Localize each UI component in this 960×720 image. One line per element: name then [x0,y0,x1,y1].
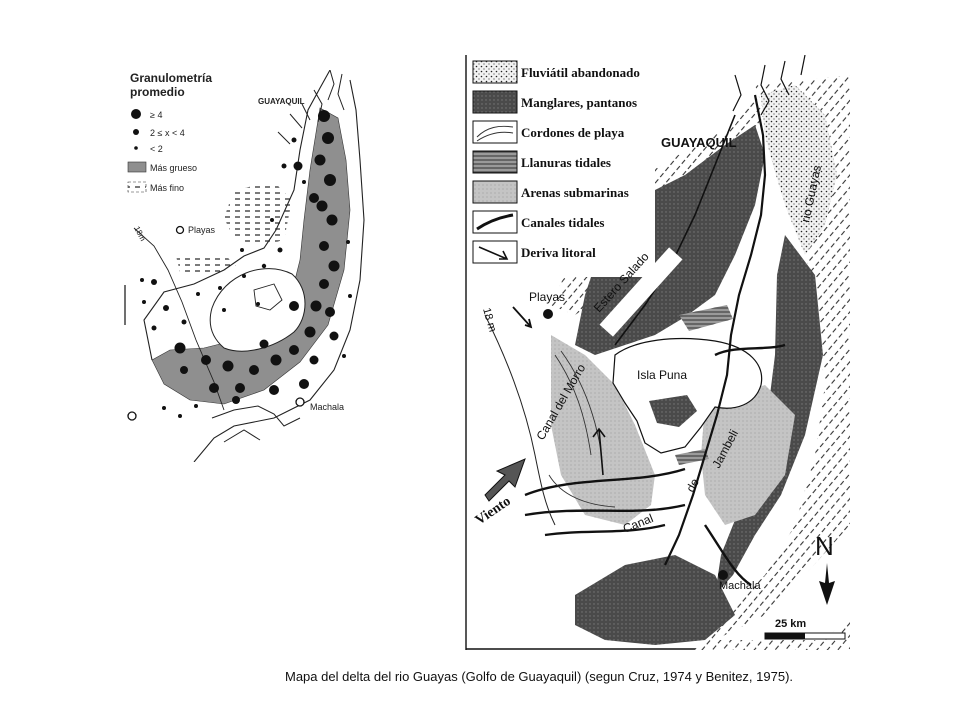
legend-drift-arrow [478,246,509,260]
north-label: N [815,531,834,561]
legend-dot-small [134,146,138,150]
label-isobath: 18 m [480,307,498,334]
legend-dot-medium [133,129,139,135]
playas-marker [543,309,553,319]
legend-mangrove: Manglares, pantanos [521,95,637,110]
figure-caption: Mapa del delta del rio Guayas (Golfo de … [285,669,794,684]
legend-swatch-drift [472,240,518,264]
submarine-sand-zone-2 [701,385,795,525]
machala-marker [718,570,728,580]
legend-swatch-sands [472,180,518,204]
isobath-line [133,227,225,411]
drift-arrow-2 [592,427,606,476]
legend-ridges-lines [476,125,514,142]
legend-item-small: < 2 [150,144,163,154]
playas-marker [175,225,185,235]
beach-ridges [548,350,616,508]
granulometry-map: Granulometría promedio ≥ 4 2 ≤ x < 4 < 2… [124,69,366,463]
legend-fluvial: Fluviátil abandonado [521,65,640,80]
legend-drift: Deriva litoral [521,245,596,260]
machala-marker [295,397,305,407]
grain-dots [174,110,340,404]
label-guayaquil: GUAYAQUIL [258,97,305,106]
scale-bar-fill [765,633,805,639]
wind-arrow [484,458,526,502]
small-island [253,283,283,311]
legend-channels: Canales tidales [521,215,604,230]
granulometry-map-svg: Granulometría promedio ≥ 4 2 ≤ x < 4 < 2… [124,69,365,463]
sediment-facies-map-svg: Fluviátil abandonado Manglares, pantanos… [465,54,850,650]
legend-item-medium: 2 ≤ x < 4 [150,128,185,138]
puna-mangrove [649,395,697,427]
open-marker [127,411,137,421]
estero-salado-channel [614,114,736,346]
label-estero-bg [599,247,683,337]
legend-title-2: promedio [130,85,185,99]
legend-swatch-tidal-flats [472,150,518,174]
label-machala: Machala [310,402,344,412]
label-playas: Playas [188,225,216,235]
label-isla-puna: Isla Puna [637,368,687,382]
legend-swatch-mangrove [472,90,518,114]
scale-label: 25 km [775,618,806,630]
puna-island-outline [209,268,306,352]
legend-channels-line [476,213,514,231]
legend-sands: Arenas submarinas [521,185,629,200]
river-lines [277,69,345,145]
label-machala: Machala [719,580,761,592]
coastline [143,69,331,361]
legend-title-1: Granulometría [130,71,212,85]
drift-arrow-1 [512,306,533,329]
legend-item-fine: Más fino [150,183,184,193]
legend-swatch-coarse [127,161,147,173]
legend-swatch-fluvial [472,60,518,84]
grain-dots-small [140,137,352,418]
legend-ridges: Cordones de playa [521,125,625,140]
isobath-line [484,314,556,526]
label-guayaquil: GUAYAQUIL [661,135,737,150]
machala-shore [211,405,301,443]
legend-swatch-fine [127,181,147,193]
rivers-north [732,54,806,116]
guayas-channel [664,94,767,566]
label-viento: Viento [473,494,514,528]
legend-dot-large [131,109,141,119]
label-de: de [683,476,702,495]
mangrove-zone-south [575,555,735,645]
label-isobath: 18m [132,225,147,243]
coastline-east [193,79,365,463]
north-arrow-icon [819,563,835,605]
legend-item-large: ≥ 4 [150,110,162,120]
legend-item-coarse: Más grueso [150,163,197,173]
fine-zone-2 [176,254,236,274]
sediment-facies-map: Fluviátil abandonado Manglares, pantanos… [465,54,850,650]
coarse-zone [151,107,351,405]
mangrove-zone-north [575,125,765,355]
label-playas: Playas [529,290,565,304]
abandoned-fluvial-zone [761,85,837,255]
tidal-channels [524,343,786,587]
legend-tidal-flats: Llanuras tidales [521,155,611,170]
fine-zone [224,182,292,246]
